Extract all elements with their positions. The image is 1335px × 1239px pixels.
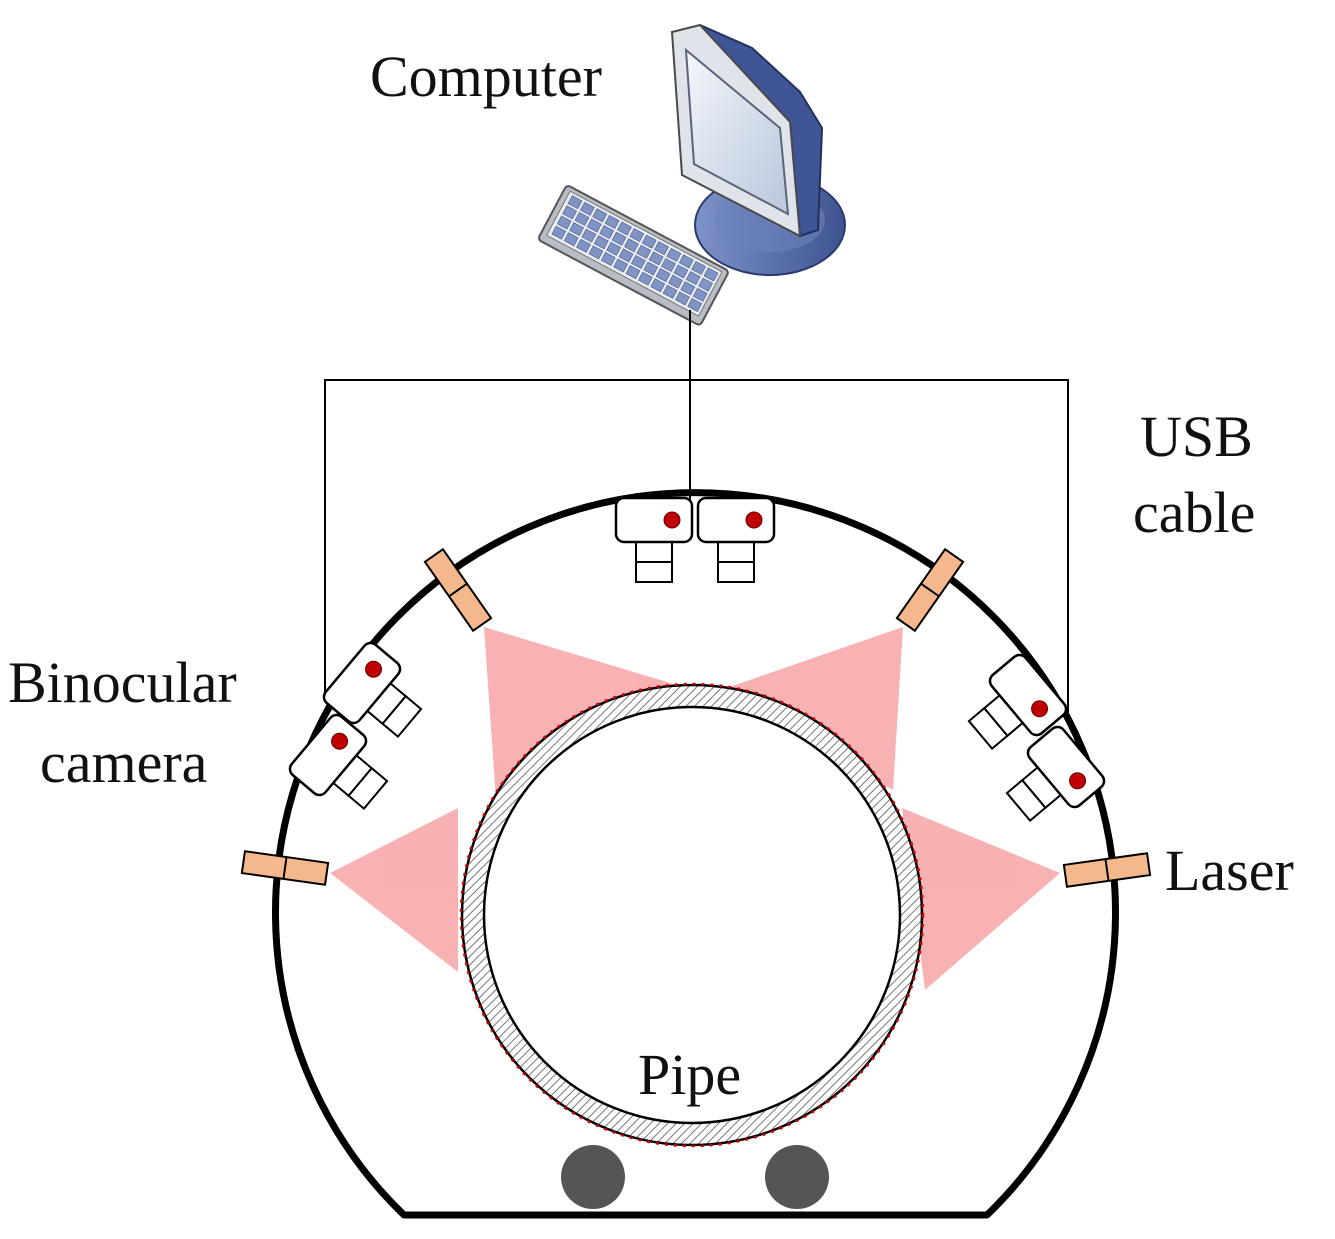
computer-label: Computer	[370, 44, 602, 109]
usb-cable	[324, 310, 1069, 718]
laser-left	[240, 850, 330, 886]
camera-left-lower	[288, 713, 389, 811]
wheel-right	[765, 1145, 829, 1209]
camera-top-right	[696, 496, 776, 583]
camera-right-lower	[1005, 725, 1106, 823]
binocular-camera-label-line2: camera	[40, 730, 208, 795]
laser-label: Laser	[1165, 838, 1294, 903]
binocular-cameras	[288, 496, 1106, 823]
laser-emitters	[240, 547, 1152, 888]
pipe-label: Pipe	[638, 1042, 742, 1107]
frame-outline	[272, 489, 1119, 1219]
wheel-left	[561, 1145, 625, 1209]
laser-line-on-pipe	[459, 682, 925, 1148]
pipe	[459, 682, 925, 1148]
keyboard-icon	[538, 185, 729, 326]
laser-top-right	[895, 547, 965, 633]
support-wheels	[561, 1145, 829, 1209]
camera-left-upper	[322, 641, 423, 739]
binocular-camera-label-line1: Binocular	[8, 650, 237, 715]
laser-top-left	[423, 547, 493, 633]
camera-top-left	[614, 496, 694, 583]
laser-right	[1062, 852, 1152, 888]
usb-cable-label-line1: USB	[1140, 404, 1253, 469]
computer-icon	[670, 23, 846, 276]
camera-right-upper	[967, 653, 1068, 751]
usb-cable-label-line2: cable	[1133, 480, 1256, 545]
